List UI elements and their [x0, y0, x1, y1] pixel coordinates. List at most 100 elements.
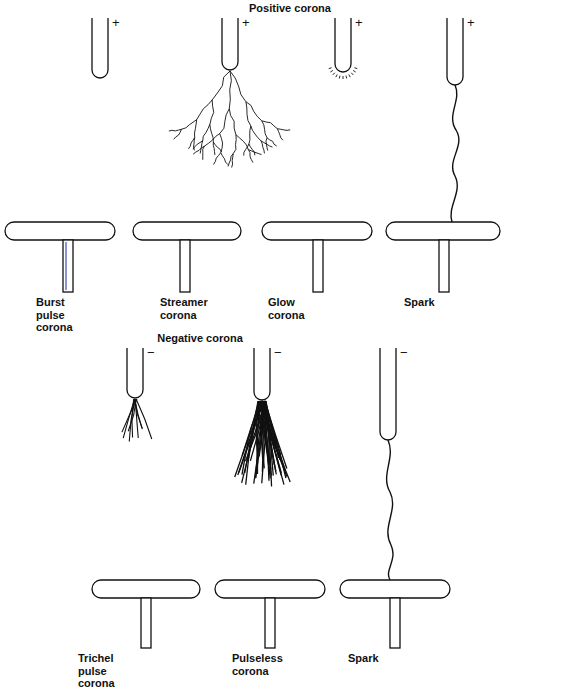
spark-channel [451, 85, 459, 222]
streamer-branch [220, 134, 223, 153]
streamer-branch [203, 146, 205, 160]
label-holder: Negative corona [157, 332, 243, 345]
label-holder: + [355, 16, 363, 31]
streamer-branch [246, 102, 262, 121]
streamer-branch [277, 129, 283, 141]
streamer-branch [195, 120, 197, 138]
stem-highlight [65, 242, 66, 290]
streamer-branch [213, 153, 220, 165]
glow-mark [351, 73, 353, 75]
streamer-branch [262, 121, 267, 138]
streamer-branch [244, 144, 249, 156]
glow-mark [329, 67, 332, 69]
plate-stem [313, 240, 323, 292]
pulseless-filament [266, 401, 278, 455]
plate-electrode [215, 580, 325, 598]
label-holder: Trichel pulse corona [78, 652, 122, 690]
figure-label: Negative corona [157, 332, 243, 345]
needle-electrode [222, 18, 238, 70]
figure-label: Trichel pulse corona [78, 652, 122, 690]
streamer-branch [249, 144, 255, 155]
pulseless-filament [264, 401, 281, 475]
label-holder: + [467, 16, 475, 31]
streamer-branch [182, 120, 197, 130]
spark-channel [387, 440, 393, 580]
plate-stem [63, 240, 73, 292]
label-holder: Pulseless corona [232, 652, 290, 677]
figure-label: Glow corona [268, 296, 318, 321]
pulseless-filament [242, 401, 266, 483]
streamer-branch [213, 142, 221, 152]
label-holder: Positive corona [249, 2, 331, 15]
label-holder: + [112, 16, 120, 31]
label-holder: − [274, 346, 282, 361]
label-holder: Burst pulse corona [36, 296, 82, 334]
label-holder: Spark [348, 652, 379, 665]
pulseless-filament [262, 401, 284, 485]
plate-stem [390, 598, 400, 648]
streamer-branch [230, 71, 246, 102]
glow-mark [345, 76, 347, 79]
streamer-branch [236, 135, 248, 150]
needle-electrode [254, 348, 270, 400]
glow-mark [336, 75, 337, 78]
plate-electrode [262, 222, 372, 240]
glow-mark [353, 70, 356, 72]
label-holder: Glow corona [268, 296, 318, 321]
glow-mark [349, 75, 350, 78]
streamer-branch [249, 126, 251, 144]
figure-label: Spark [404, 296, 435, 309]
glow-mark [333, 73, 335, 75]
streamer-branch [169, 129, 182, 131]
streamer-branch [229, 109, 236, 135]
polarity-sign: + [467, 16, 475, 31]
polarity-sign: + [355, 16, 363, 31]
figure-label: Streamer corona [160, 296, 220, 321]
pulseless-filament [264, 401, 286, 478]
streamer-branch [197, 100, 212, 120]
plate-stem [141, 598, 151, 648]
needle-electrode [335, 18, 351, 72]
pulseless-filament [235, 401, 265, 477]
figure-label: Positive corona [249, 2, 331, 15]
needle-electrode [380, 348, 396, 440]
polarity-sign: + [242, 16, 250, 31]
figure-label: Pulseless corona [232, 652, 290, 677]
streamer-branch [229, 71, 231, 109]
needle-electrode [127, 348, 143, 398]
plate-electrode [5, 222, 115, 240]
streamer-branch [262, 121, 278, 129]
streamer-branch [205, 134, 220, 146]
plate-stem [265, 598, 275, 648]
plate-electrode [386, 222, 500, 240]
glow-mark [343, 76, 344, 79]
pulseless-filament [242, 401, 259, 475]
polarity-sign: − [274, 346, 282, 361]
plate-stem [180, 240, 190, 292]
streamer-branch [267, 138, 277, 146]
plate-electrode [92, 580, 200, 598]
polarity-sign: − [400, 346, 408, 361]
streamer-branch [220, 109, 230, 134]
trichel-filament [129, 399, 135, 442]
label-holder: Streamer corona [160, 296, 220, 321]
glow-mark [354, 67, 357, 69]
glow-mark [330, 70, 333, 72]
streamer-branch [266, 138, 268, 151]
trichel-filament [136, 399, 152, 439]
polarity-sign: − [147, 346, 155, 361]
needle-electrode [92, 18, 108, 78]
figure-label: Burst pulse corona [36, 296, 82, 334]
glow-mark [339, 76, 341, 79]
streamer-branch [232, 154, 234, 168]
label-holder: − [400, 346, 408, 361]
streamer-branch [277, 129, 290, 131]
streamer-branch [174, 129, 182, 139]
plate-stem [439, 240, 449, 292]
streamer-branch [233, 135, 236, 154]
streamer-branch [203, 124, 210, 140]
figure-label: Spark [348, 652, 379, 665]
label-holder: Spark [404, 296, 435, 309]
discharge-strokes [122, 68, 357, 487]
